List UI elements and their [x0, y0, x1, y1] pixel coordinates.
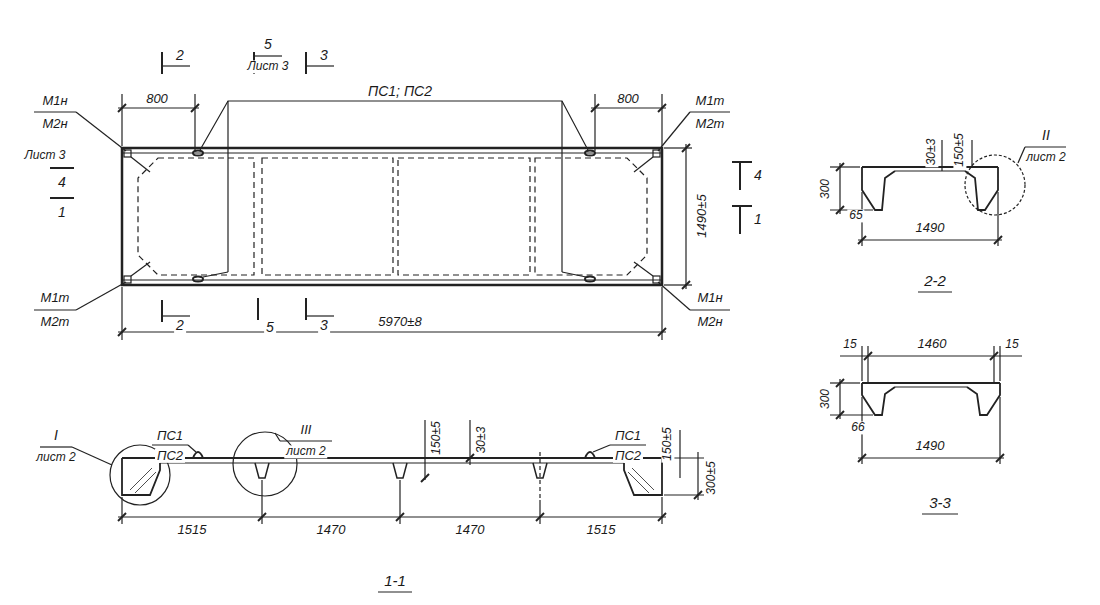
- drawing-label: Лист 3: [246, 60, 291, 73]
- drawing-label: лист 2: [284, 445, 327, 458]
- drawing-label: 3: [318, 48, 330, 63]
- drawing-label: 300±5: [705, 459, 718, 496]
- drawing-label: ПС1; ПС2: [366, 84, 434, 99]
- drawing-label: 1470: [454, 523, 487, 537]
- drawing-label: 4: [752, 168, 764, 183]
- drawing-label: М1н: [695, 291, 724, 305]
- drawing-label: 66: [849, 421, 866, 434]
- drawing-label: 1470: [315, 523, 348, 537]
- drawing-label: М1т: [694, 94, 727, 108]
- drawing-label: Лист 3: [23, 149, 68, 162]
- drawing-label: 15: [841, 338, 858, 351]
- drawing-label: 30±3: [475, 425, 488, 456]
- drawing-label: 5970±8: [376, 315, 423, 329]
- drawing-label: 1: [752, 212, 764, 227]
- drawing-label: 1: [56, 205, 68, 220]
- drawing-label: ПС2: [613, 449, 643, 463]
- drawing-label: 5: [262, 37, 274, 52]
- section-title: 2-2: [922, 273, 948, 290]
- drawing-label: ПС1: [155, 429, 185, 443]
- drawing-label: М2т: [694, 117, 727, 131]
- drawing-label: ПС1: [613, 429, 643, 443]
- drawing-label: 1490: [914, 221, 947, 235]
- drawing-label: 1460: [916, 337, 949, 351]
- drawing-label: 150±5: [430, 419, 443, 456]
- drawing-label: 4: [56, 175, 68, 190]
- drawing-label: 3: [318, 318, 330, 333]
- drawing-label: 2: [174, 48, 186, 63]
- drawing-label: 2: [174, 318, 186, 333]
- drawing-label: 300: [819, 177, 832, 201]
- drawing-label: М2н: [695, 315, 724, 329]
- section-title: 3-3: [927, 495, 953, 512]
- drawing-label: лист 2: [34, 451, 77, 464]
- drawing-label: М2н: [40, 117, 69, 131]
- drawing-label: 150±5: [953, 131, 966, 168]
- drawing-label: 5: [264, 320, 276, 335]
- drawing-label: I: [52, 428, 60, 443]
- drawing-label: 1490: [914, 439, 947, 453]
- drawing-label: III: [299, 423, 314, 437]
- section-title: 1-1: [382, 573, 408, 590]
- drawing-label: 1490±5: [695, 192, 709, 239]
- drawing-label: 150±5: [661, 425, 674, 462]
- drawing-label: 300: [819, 387, 832, 411]
- drawing-label: ПС2: [155, 449, 185, 463]
- drawing-label: 800: [615, 92, 641, 106]
- drawing-label: М1н: [40, 94, 69, 108]
- drawing-label: 15: [1003, 338, 1020, 351]
- drawing-label: 30±3: [925, 137, 938, 168]
- drawing-label: 65: [847, 209, 864, 222]
- drawing-label: II: [1040, 128, 1052, 143]
- drawing-label: 1515: [585, 523, 618, 537]
- drawing-label: 800: [144, 92, 170, 106]
- drawing-label: М1т: [39, 291, 72, 305]
- drawing-label: 1515: [176, 523, 209, 537]
- drawing-label: М2т: [39, 315, 72, 329]
- drawing-label: лист 2: [1024, 151, 1067, 164]
